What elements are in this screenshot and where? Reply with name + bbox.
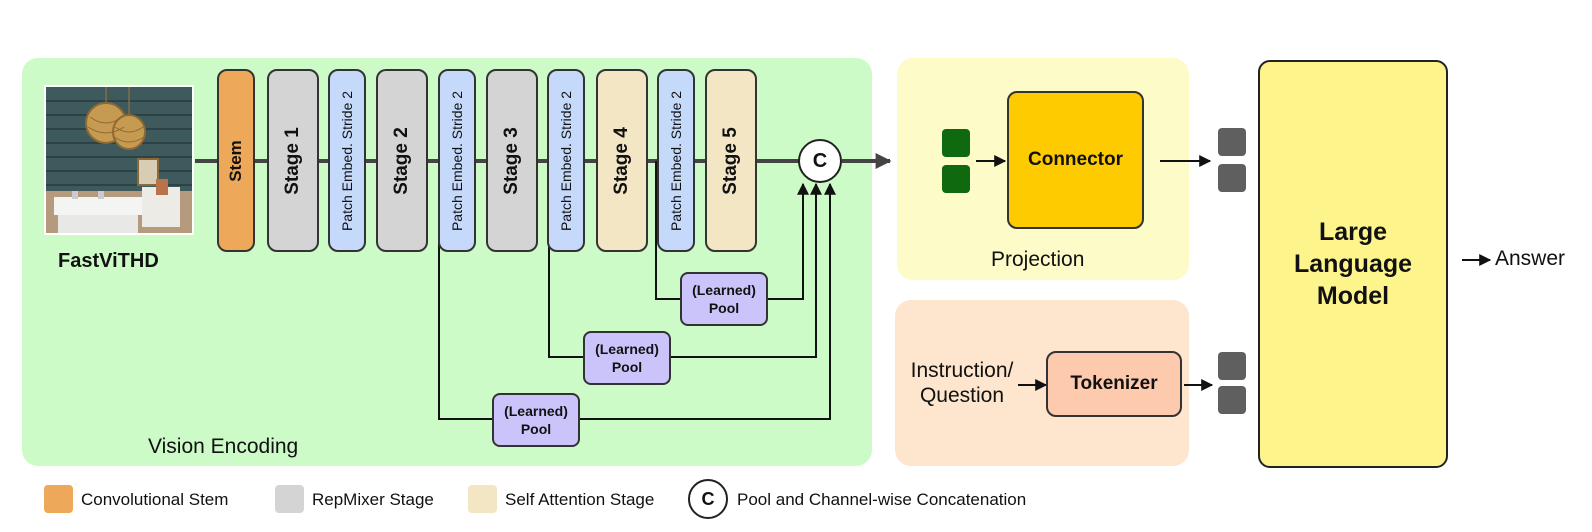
patch-embed-2-label: Patch Embed. Stride 2 bbox=[449, 90, 466, 231]
llm-line1: Large bbox=[1318, 218, 1388, 246]
pool-line1: (Learned) bbox=[504, 403, 568, 419]
stage-1-label: Stage 1 bbox=[282, 126, 303, 195]
patch-embed-1-label: Patch Embed. Stride 2 bbox=[339, 90, 356, 231]
patch-embed-1-block: Patch Embed. Stride 2 bbox=[328, 69, 366, 252]
stage-1-block: Stage 1 bbox=[267, 69, 319, 252]
legend-concat-symbol-text: C bbox=[701, 488, 715, 509]
patch-embed-3-label: Patch Embed. Stride 2 bbox=[558, 90, 575, 231]
stage-4-label: Stage 4 bbox=[611, 126, 632, 195]
pool-output-stage4 bbox=[767, 182, 809, 300]
learned-pool-stage3: (Learned) Pool bbox=[583, 331, 671, 385]
text-token-2 bbox=[1218, 386, 1246, 414]
vision-encoding-label: Vision Encoding bbox=[148, 435, 299, 458]
llm-block: Large Language Model bbox=[1258, 60, 1448, 468]
stage-2-block: Stage 2 bbox=[376, 69, 428, 252]
patch-embed-4-label: Patch Embed. Stride 2 bbox=[668, 90, 685, 231]
pool-branch-stage4 bbox=[655, 161, 681, 300]
pool-output-stage2 bbox=[579, 182, 836, 420]
connector-block: Connector bbox=[1007, 91, 1144, 229]
learned-pool-stage4: (Learned) Pool bbox=[680, 272, 768, 326]
llm-line3: Model bbox=[1316, 282, 1390, 310]
stage-3-block: Stage 3 bbox=[486, 69, 538, 252]
text-token-1 bbox=[1218, 352, 1246, 380]
tokenizer-label: Tokenizer bbox=[1070, 373, 1158, 394]
stage-5-block: Stage 5 bbox=[705, 69, 757, 252]
learned-pool-stage2: (Learned) Pool bbox=[492, 393, 580, 447]
pool-line1: (Learned) bbox=[692, 282, 756, 298]
llm-line2: Language bbox=[1293, 250, 1413, 278]
stage-3-label: Stage 3 bbox=[501, 126, 522, 195]
instruction-line2: Question bbox=[919, 384, 1005, 407]
pool-line1: (Learned) bbox=[595, 341, 659, 357]
concat-symbol: C bbox=[812, 149, 828, 172]
legend-swatch-conv-stem bbox=[44, 485, 73, 513]
legend-swatch-repmixer bbox=[275, 485, 304, 513]
input-image bbox=[44, 85, 194, 235]
model-name: FastViTHD bbox=[58, 250, 159, 272]
legend-label-concat: Pool and Channel-wise Concatenation bbox=[737, 490, 1027, 509]
stem-block: Stem bbox=[217, 69, 255, 252]
connector-label: Connector bbox=[1028, 149, 1123, 170]
legend-label-conv-stem: Convolutional Stem bbox=[81, 490, 229, 509]
projection-label: Projection bbox=[991, 248, 1085, 271]
patch-embed-4-block: Patch Embed. Stride 2 bbox=[657, 69, 695, 252]
legend-label-self-attention: Self Attention Stage bbox=[505, 490, 655, 509]
legend-concat-symbol: C bbox=[688, 479, 728, 519]
patch-embed-3-block: Patch Embed. Stride 2 bbox=[547, 69, 585, 252]
patch-embed-2-block: Patch Embed. Stride 2 bbox=[438, 69, 476, 252]
concat-node: C bbox=[798, 139, 842, 183]
visual-token-2 bbox=[942, 165, 970, 193]
pool-output-stage3 bbox=[671, 182, 822, 358]
pool-line2: Pool bbox=[611, 359, 643, 375]
instruction-text: Instruction/ Question bbox=[901, 358, 1023, 408]
stage-2-label: Stage 2 bbox=[391, 126, 412, 195]
pool-line2: Pool bbox=[708, 300, 740, 316]
restaurant-photo-icon bbox=[46, 87, 192, 233]
visual-token-1 bbox=[942, 129, 970, 157]
stage-4-block: Stage 4 bbox=[596, 69, 648, 252]
instruction-line1: Instruction/ bbox=[910, 359, 1014, 382]
pool-line2: Pool bbox=[520, 421, 552, 437]
answer-label: Answer bbox=[1495, 247, 1566, 270]
projected-token-2 bbox=[1218, 164, 1246, 192]
stage-5-label: Stage 5 bbox=[720, 126, 741, 195]
stem-label: Stem bbox=[226, 139, 246, 182]
projected-token-1 bbox=[1218, 128, 1246, 156]
legend-label-repmixer: RepMixer Stage bbox=[312, 490, 434, 509]
legend-swatch-self-attention bbox=[468, 485, 497, 513]
tokenizer-block: Tokenizer bbox=[1046, 351, 1182, 417]
